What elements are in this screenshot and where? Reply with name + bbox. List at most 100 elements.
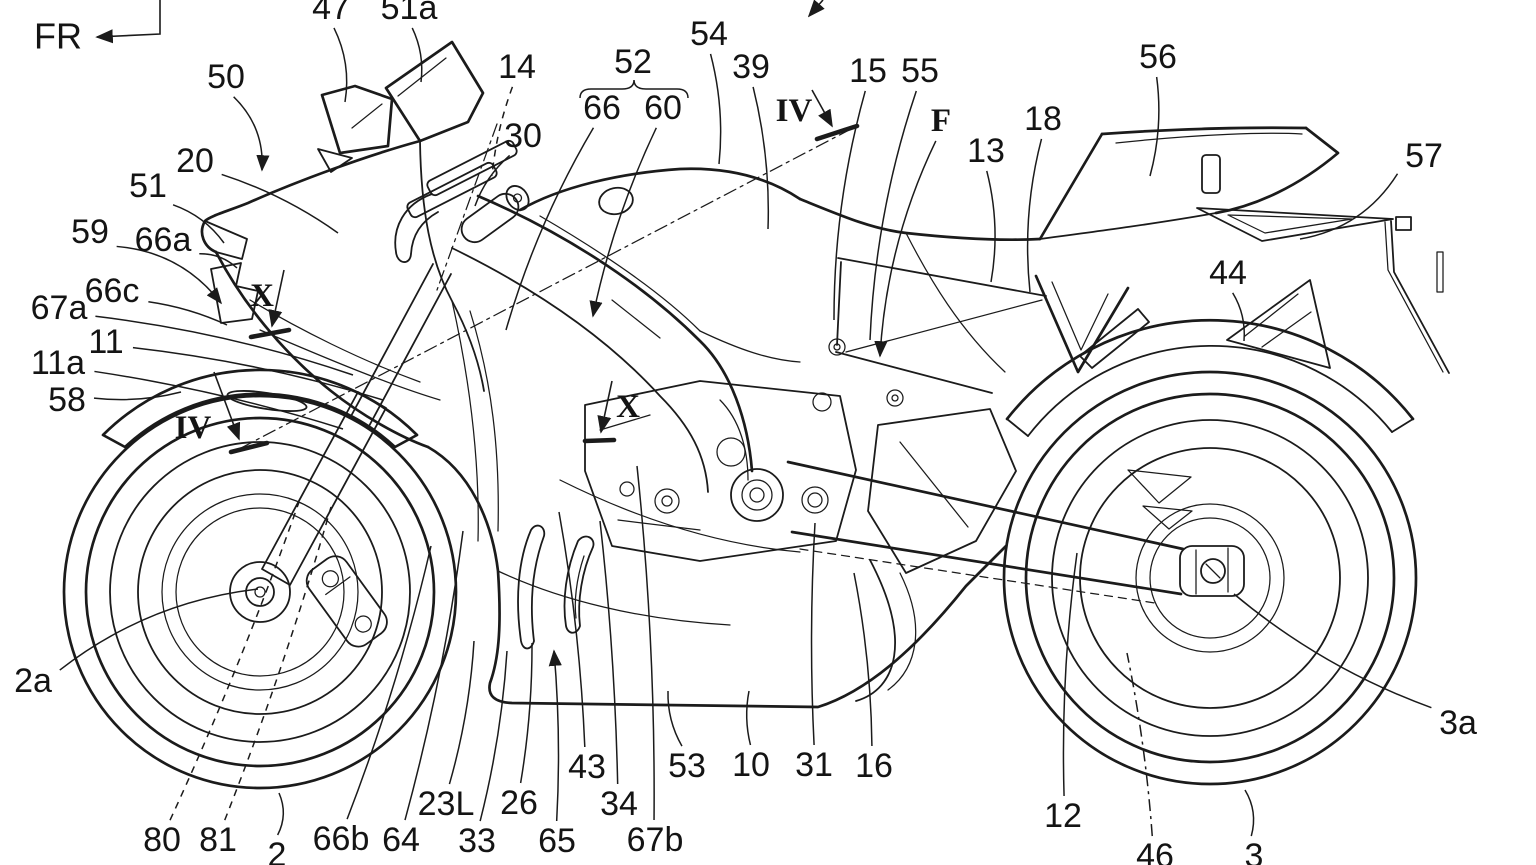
leader-line (95, 316, 353, 375)
ref-number: 39 (732, 48, 770, 86)
ref-number: 66c (85, 272, 140, 310)
ref-number: 2 (268, 836, 287, 865)
ref-number: 60 (644, 89, 682, 127)
section-letter: IV (175, 410, 212, 446)
cropped-top-arrow (809, 0, 823, 16)
section-arrow (601, 381, 612, 432)
ref-label-11: 11 (88, 323, 383, 400)
ref-number: 65 (538, 822, 576, 860)
section-label-IV: IV (175, 372, 267, 452)
lower-cowl (428, 447, 1006, 707)
ref-label-2a: 2a (14, 589, 258, 700)
section-arrow (812, 90, 832, 126)
handlebar-assembly (395, 139, 533, 262)
ref-number: 53 (668, 747, 706, 785)
ref-label-50: 50 (207, 58, 262, 170)
ref-number: 43 (568, 748, 606, 786)
ref-number: 54 (690, 15, 728, 53)
ref-number: 14 (498, 48, 536, 86)
ref-number: 2a (14, 662, 52, 700)
ref-label-56: 56 (1139, 38, 1177, 176)
ref-number: 66a (135, 221, 192, 259)
radiator-lines (452, 301, 498, 541)
leader-line (170, 502, 299, 820)
ref-number: 64 (382, 821, 420, 859)
leader-line (593, 128, 656, 316)
ref-label-46: 46 (1127, 653, 1174, 865)
ref-label-3a: 3a (1234, 594, 1477, 742)
ref-label-18: 18 (1024, 100, 1062, 292)
leader-line (1245, 790, 1254, 836)
ref-label-81: 81 (199, 507, 331, 859)
section-letter: X (250, 278, 274, 314)
ref-number: 11 (88, 323, 123, 361)
leader-line (753, 87, 768, 229)
leader-line (225, 507, 331, 820)
ref-number: 66 (583, 89, 621, 127)
leader-line (1028, 139, 1042, 292)
leader-line (554, 651, 558, 821)
leader-line (987, 171, 995, 282)
ref-number: 13 (967, 132, 1005, 170)
swingarm (788, 462, 1192, 603)
leader-line (278, 793, 284, 835)
leader-line (834, 91, 865, 320)
subframe (829, 258, 1046, 406)
ref-number: 67a (31, 289, 88, 327)
ref-number: 20 (176, 142, 214, 180)
leader-line (812, 523, 815, 745)
ref-number: 47 (312, 0, 350, 27)
rear-fender (1007, 280, 1413, 436)
ref-number: 66b (313, 820, 370, 858)
leader-line (347, 546, 431, 819)
motorcycle-drawing (64, 42, 1449, 788)
rear-stay (1036, 276, 1149, 372)
ref-number: 31 (795, 746, 833, 784)
taillight (1202, 155, 1220, 193)
leader-line (412, 28, 422, 82)
windscreen (386, 42, 483, 141)
ref-label-2: 2 (268, 793, 287, 865)
front-wheel (64, 396, 456, 788)
ref-label-23L: 23L (418, 641, 475, 823)
leader-line (449, 641, 474, 784)
ref-number: 57 (1405, 137, 1443, 175)
ref-number: 44 (1209, 254, 1247, 292)
ref-label-30: 30 (475, 117, 542, 206)
section-label-IV: IV (776, 90, 857, 139)
ref-label-12: 12 (1044, 553, 1082, 835)
ref-number: 51 (129, 167, 167, 205)
ref-number: 3 (1245, 837, 1264, 865)
leader-line (1150, 77, 1159, 176)
ref-label-3: 3 (1245, 790, 1264, 865)
leader-line (94, 392, 181, 400)
fr-indicator: FR (34, 0, 160, 57)
leader-line (521, 643, 532, 783)
ref-number: 3a (1439, 704, 1477, 742)
ref-number: 30 (504, 117, 542, 155)
ref-label-14: 14 (492, 48, 536, 176)
ref-number: 12 (1044, 797, 1082, 835)
leader-line (222, 174, 338, 233)
ref-label-58: 58 (48, 381, 181, 419)
section-label-X: X (250, 270, 289, 337)
ref-label-44: 44 (1209, 254, 1247, 341)
leader-line (559, 512, 585, 747)
section-letter: X (616, 389, 640, 425)
ref-number: 11a (31, 344, 85, 382)
ref-label-66b: 66b (313, 546, 431, 858)
leader-line (668, 691, 682, 746)
leader-line (148, 302, 227, 325)
section-arrow (214, 372, 239, 439)
ref-number: 46 (1136, 837, 1174, 865)
leader-line (711, 54, 721, 164)
rear-axle-block (1180, 546, 1244, 596)
ref-number: 55 (901, 52, 939, 90)
ref-number: 26 (500, 784, 538, 822)
ref-label-39: 39 (732, 48, 770, 229)
ref-number: 52 (614, 43, 652, 81)
fuel-tank (520, 169, 800, 362)
ref-label-47: 47 (312, 0, 350, 102)
seat-tail (800, 128, 1338, 372)
